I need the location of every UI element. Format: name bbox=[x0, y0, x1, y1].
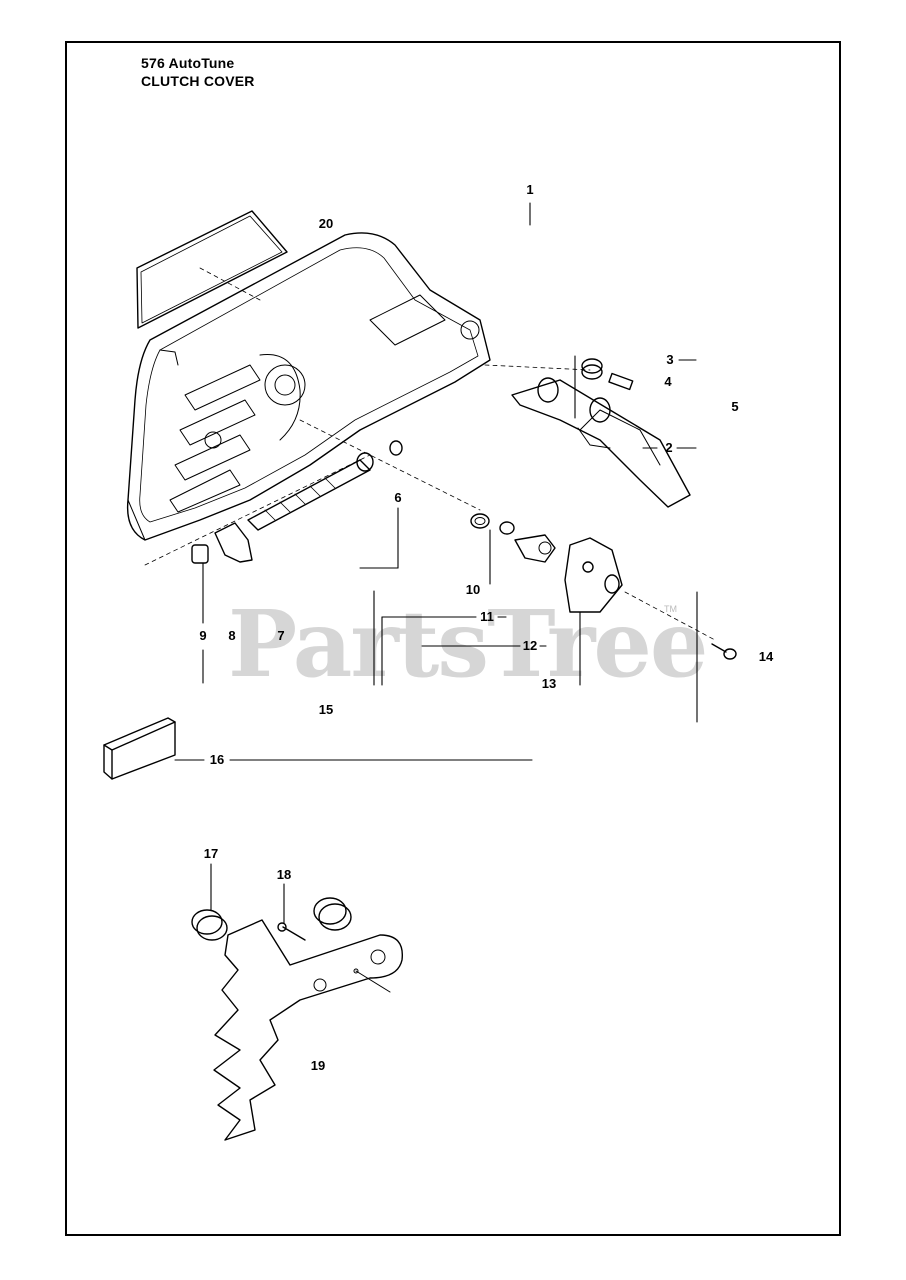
watermark-trademark: TM bbox=[664, 604, 677, 614]
callout-10: 10 bbox=[465, 582, 481, 597]
nut-screw-part bbox=[581, 358, 634, 391]
callout-2: 2 bbox=[665, 440, 673, 455]
callout-9: 9 bbox=[199, 628, 207, 643]
callout-3: 3 bbox=[666, 352, 674, 367]
bumper-spike-part bbox=[191, 897, 404, 1141]
side-plate-part bbox=[564, 537, 716, 641]
callout-15: 15 bbox=[318, 702, 334, 717]
callout-16: 16 bbox=[209, 752, 225, 767]
block-pieces-part bbox=[191, 522, 253, 564]
leader-lines bbox=[174, 202, 698, 924]
watermark: PartsTree bbox=[228, 590, 708, 698]
guide-plate-part bbox=[511, 377, 691, 508]
tensioner-parts bbox=[470, 513, 556, 563]
model-title: 576 AutoTune bbox=[141, 55, 235, 71]
callout-1: 1 bbox=[526, 182, 534, 197]
washer-part bbox=[389, 440, 403, 456]
callout-12: 12 bbox=[522, 638, 538, 653]
callout-6: 6 bbox=[394, 490, 402, 505]
section-title: CLUTCH COVER bbox=[141, 73, 255, 89]
diagram-frame bbox=[65, 41, 841, 1236]
screw-part bbox=[711, 643, 737, 660]
decal-part bbox=[136, 210, 288, 329]
callout-5: 5 bbox=[731, 399, 739, 414]
callout-11: 11 bbox=[480, 609, 494, 624]
callout-20: 20 bbox=[318, 216, 334, 231]
callout-14: 14 bbox=[758, 649, 774, 664]
pad-part bbox=[103, 717, 176, 780]
stud-bolt-part bbox=[247, 452, 374, 531]
clutch-cover-part bbox=[126, 232, 591, 566]
callout-18: 18 bbox=[276, 867, 292, 882]
callout-13: 13 bbox=[541, 676, 557, 691]
callout-19: 19 bbox=[310, 1058, 326, 1073]
callout-17: 17 bbox=[203, 846, 219, 861]
callout-4: 4 bbox=[664, 374, 672, 389]
callout-7: 7 bbox=[277, 628, 285, 643]
callout-8: 8 bbox=[228, 628, 236, 643]
